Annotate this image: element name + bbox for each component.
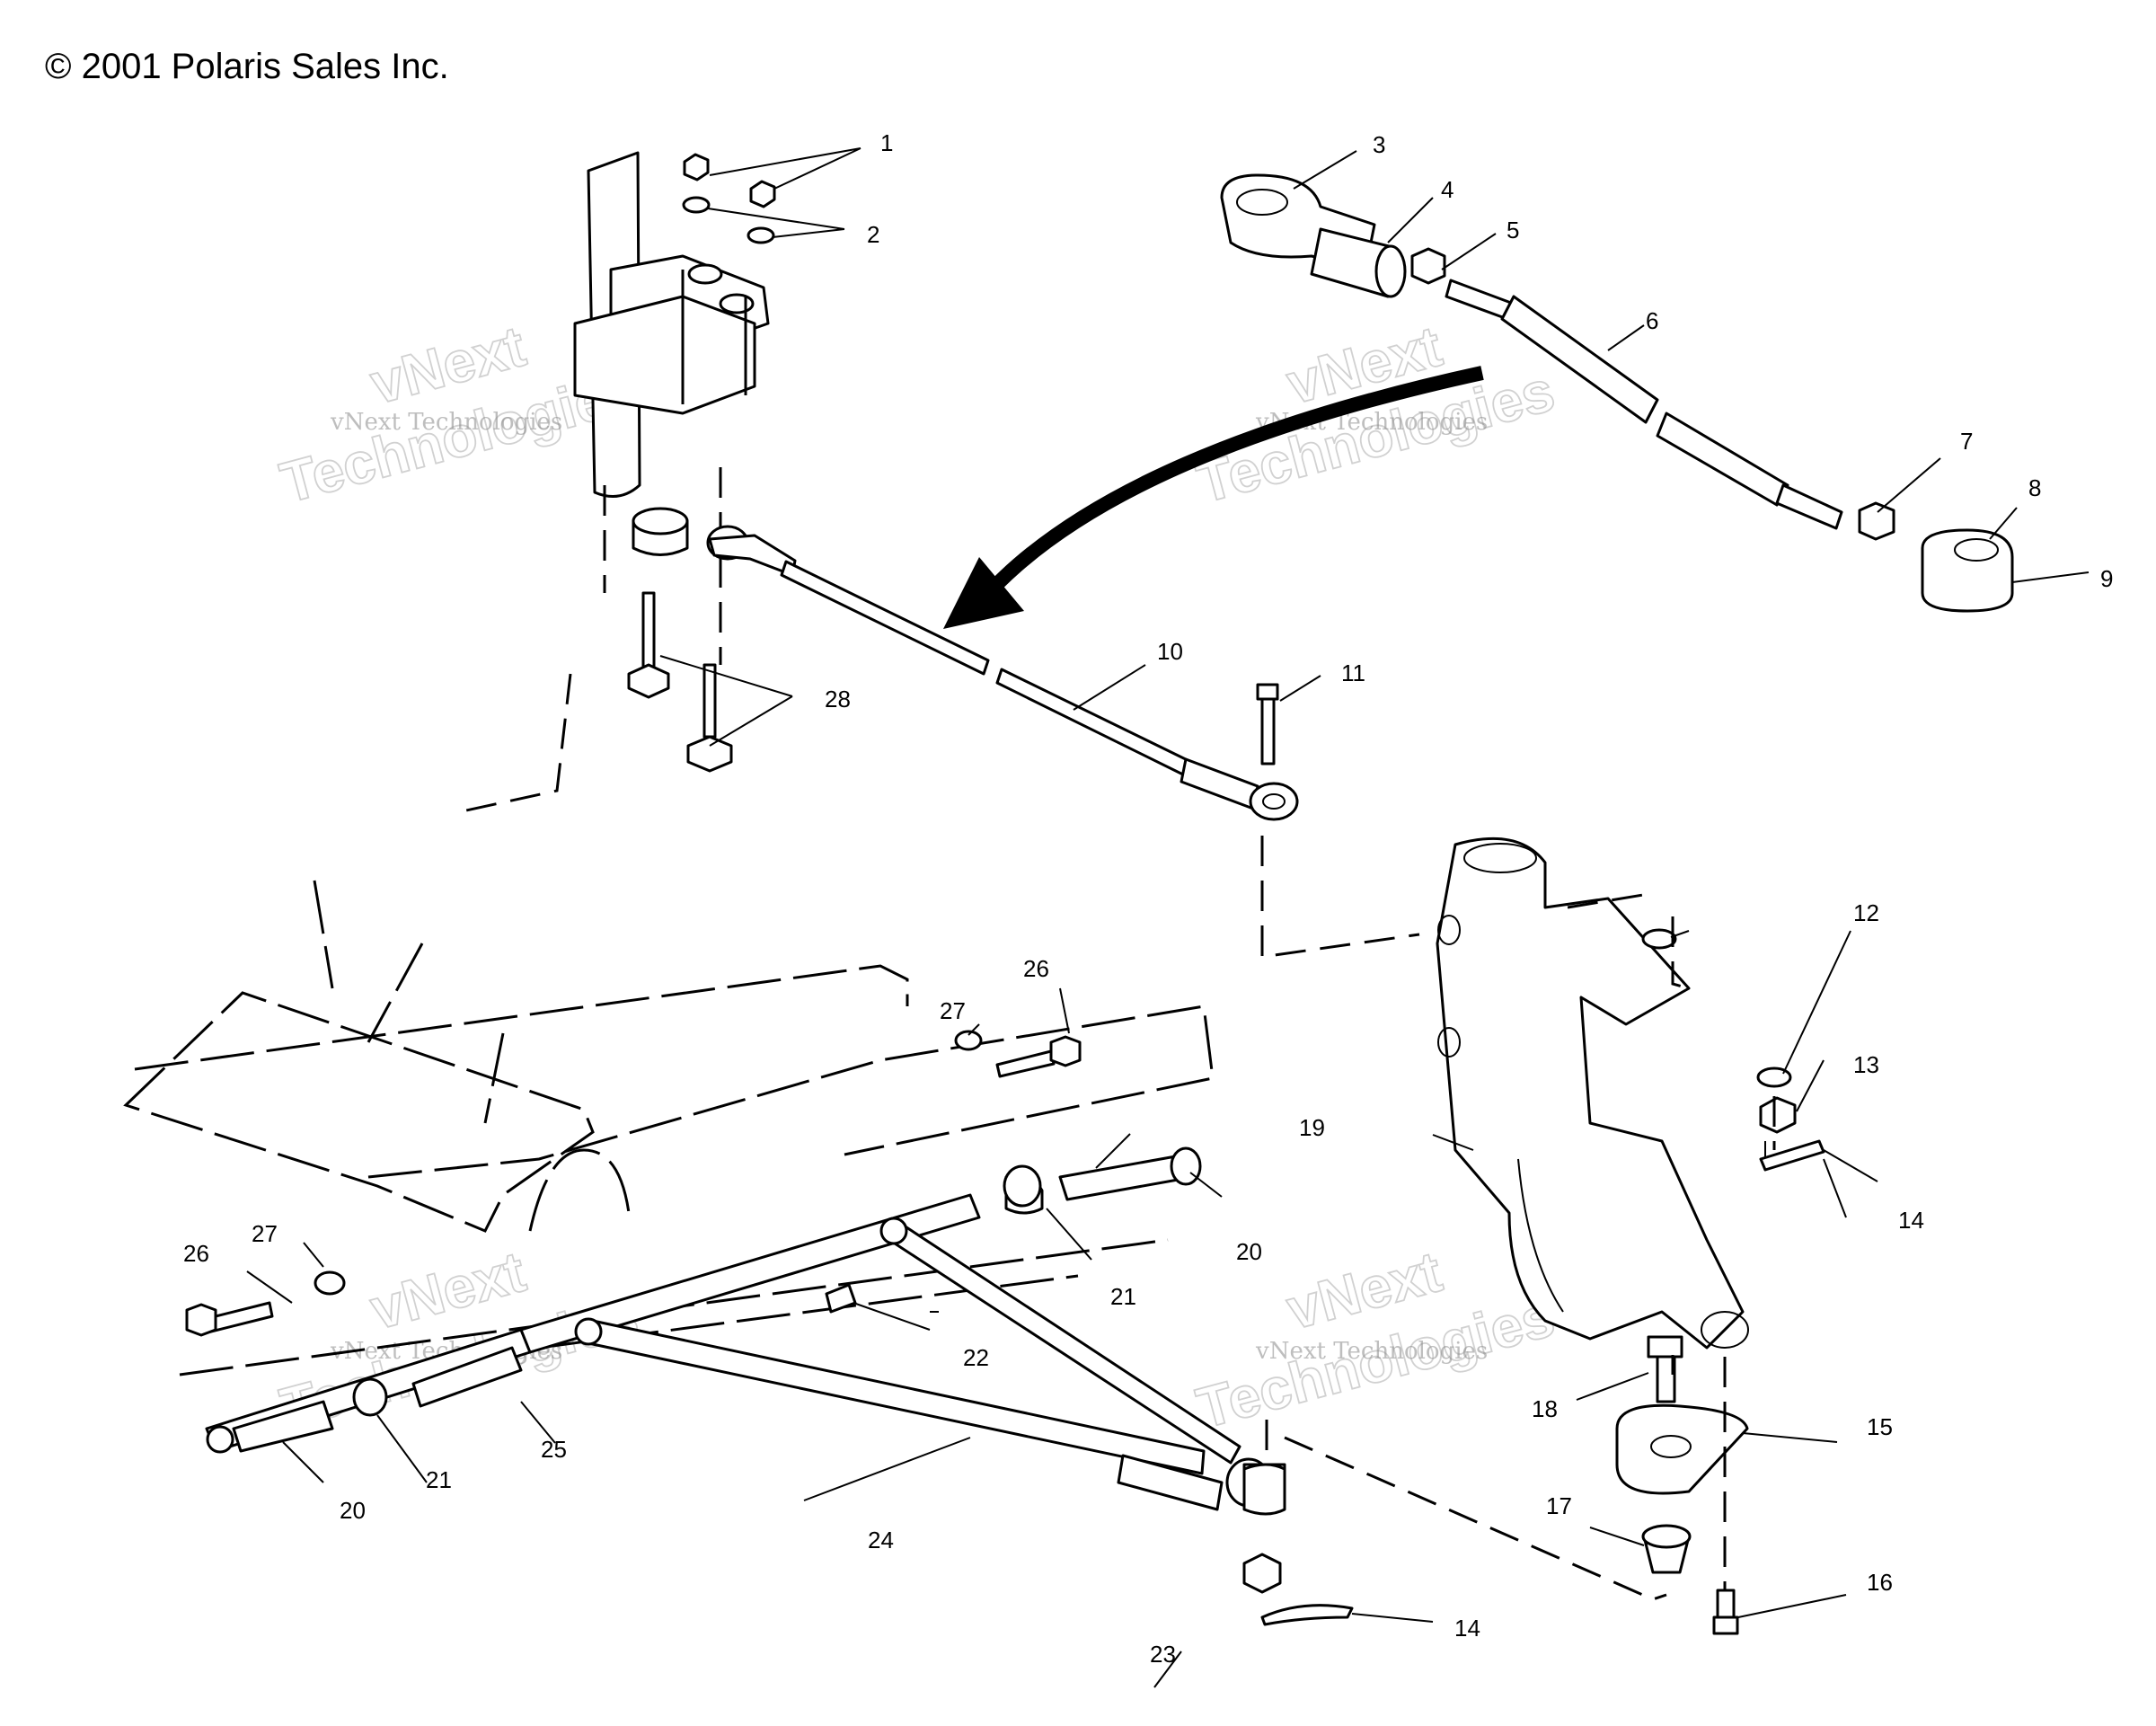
callout-6: 6 <box>1646 307 1658 334</box>
callout-labels: 1 2 3 4 5 6 7 8 9 10 11 12 13 14 14 15 1… <box>183 129 2113 1668</box>
adjustable-link-assembly <box>1220 173 2014 613</box>
callout-12: 12 <box>1853 899 1879 926</box>
callout-16: 16 <box>1867 1569 1893 1596</box>
callout-26-right: 26 <box>1023 955 1049 982</box>
callout-9: 9 <box>2100 565 2113 592</box>
callout-27-right: 27 <box>940 997 966 1024</box>
watermark-small: vNext Technologies <box>1255 1338 1488 1365</box>
callout-14-upper: 14 <box>1898 1207 1924 1234</box>
callout-1: 1 <box>880 129 893 156</box>
direction-arrow <box>943 366 1484 629</box>
callout-2: 2 <box>867 221 879 248</box>
callout-7: 7 <box>1960 428 1973 455</box>
callout-26-left: 26 <box>183 1240 209 1267</box>
callout-14-lower: 14 <box>1454 1615 1480 1642</box>
callout-23: 23 <box>1150 1641 1176 1668</box>
leader-lines <box>246 147 2090 1688</box>
watermark-group: vNext Technologies vNext Technologies vN… <box>273 313 1561 1441</box>
arm-hardware <box>185 1030 1202 1453</box>
callout-25: 25 <box>541 1436 567 1463</box>
callout-19: 19 <box>1299 1114 1325 1141</box>
lower-a-arm <box>205 1193 1667 1626</box>
watermark-bottom-right: vNext Technologies vNext Technologies <box>1189 1238 1561 1441</box>
callout-24: 24 <box>868 1527 894 1553</box>
callout-18: 18 <box>1532 1395 1558 1422</box>
callout-27-left: 27 <box>252 1220 278 1247</box>
watermark-top-right: vNext Technologies vNext Technologies <box>1189 313 1561 516</box>
tie-rod-assembly <box>706 525 1420 959</box>
callout-15: 15 <box>1867 1413 1893 1440</box>
callout-4: 4 <box>1441 176 1454 203</box>
callout-22: 22 <box>963 1344 989 1371</box>
callout-13: 13 <box>1853 1051 1879 1078</box>
callout-21-left: 21 <box>426 1466 452 1493</box>
callout-8: 8 <box>2028 474 2041 501</box>
callout-3: 3 <box>1373 131 1385 158</box>
callout-11: 11 <box>1341 659 1365 686</box>
callout-10: 10 <box>1157 638 1183 665</box>
callout-5: 5 <box>1507 217 1519 243</box>
callout-21-right: 21 <box>1110 1283 1136 1310</box>
watermark-small: vNext Technologies <box>330 409 562 436</box>
callout-20-left: 20 <box>340 1497 366 1524</box>
steering-post-assembly <box>453 151 776 815</box>
knuckle-hardware <box>1615 916 1825 1635</box>
callout-20-right: 20 <box>1236 1238 1262 1265</box>
spindle-assembly <box>1436 836 1749 1350</box>
callout-28: 28 <box>825 686 851 713</box>
copyright-notice: © 2001 Polaris Sales Inc. <box>45 47 449 86</box>
callout-17: 17 <box>1546 1492 1572 1519</box>
